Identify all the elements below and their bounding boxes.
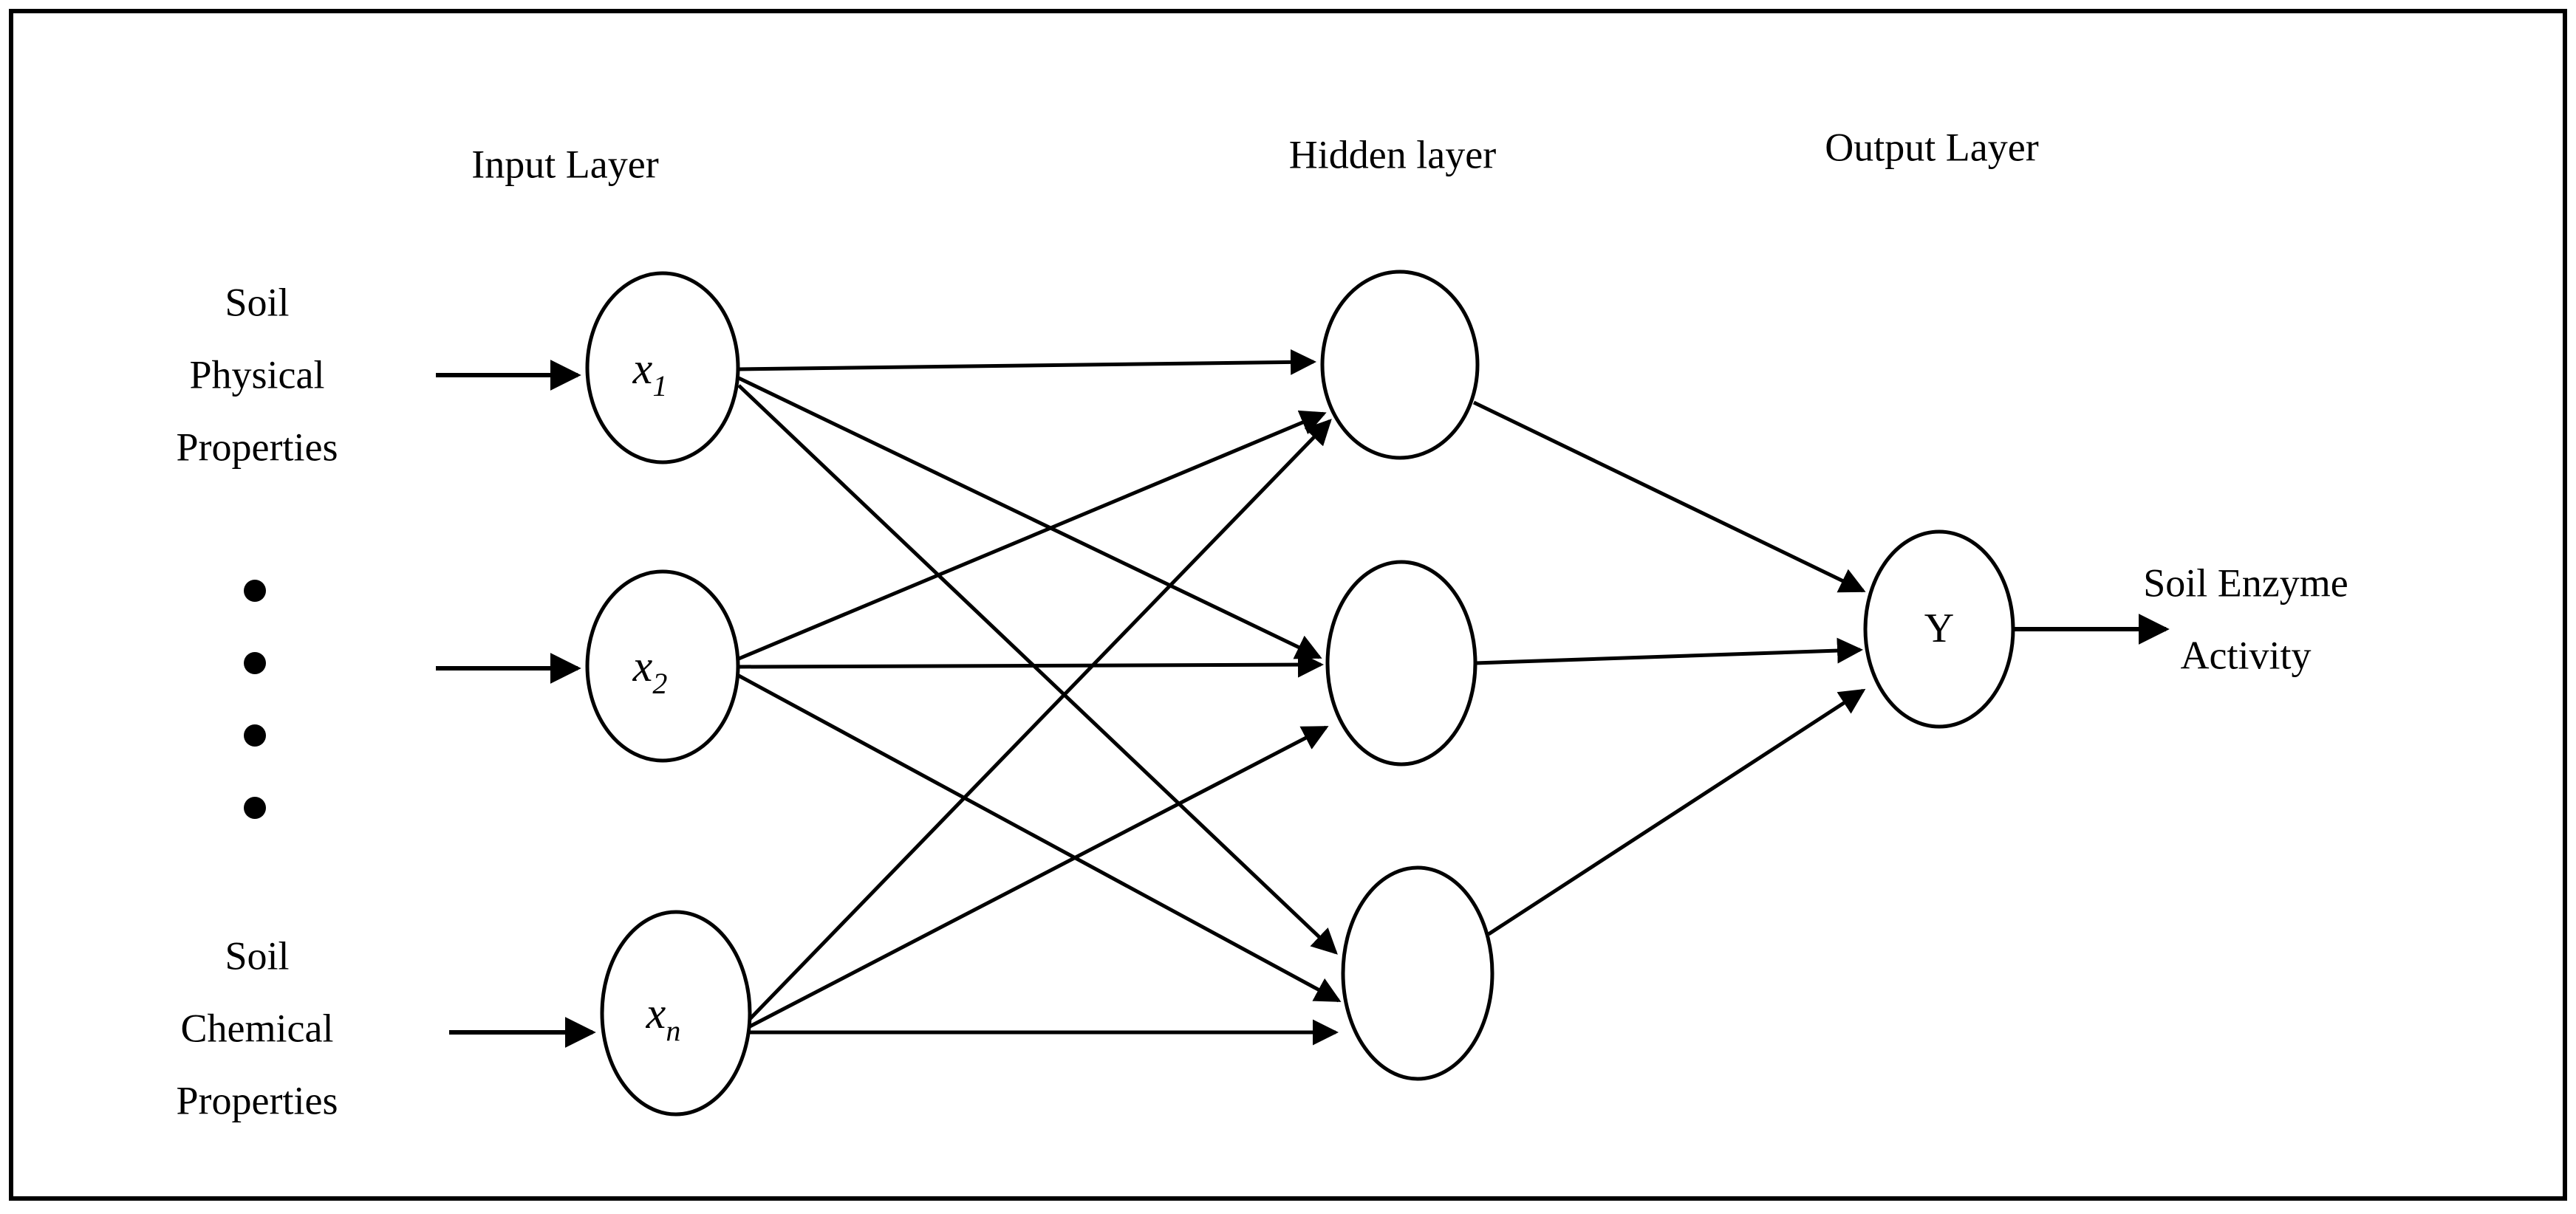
soil-chemical-properties-line-3: Properties [177, 1078, 338, 1122]
soil-physical-properties-line-3: Properties [177, 425, 338, 469]
input-node-xn[interactable] [600, 910, 752, 1117]
output-node-y[interactable] [1863, 529, 2015, 729]
soil-chemical-properties-line-1: Soil [225, 933, 289, 978]
input-node-x2[interactable] [585, 569, 740, 763]
edge-x1-h2 [737, 376, 1322, 659]
edge-x2-h3 [737, 673, 1342, 1003]
hidden-node-1[interactable] [1320, 270, 1480, 460]
ellipsis-dot-3 [244, 724, 266, 747]
figure-border [9, 9, 2567, 1201]
ellipsis-dot-2 [244, 652, 266, 674]
hidden-node-3[interactable] [1341, 865, 1494, 1081]
input-node-x1-label: x1 [632, 344, 668, 402]
edge-xn-h2 [748, 725, 1329, 1029]
input-node-x1[interactable] [585, 271, 740, 464]
soil-physical-properties-line-1: Soil [225, 280, 289, 324]
soil-physical-properties-line-2: Physical [190, 352, 325, 397]
soil-enzyme-activity-line-2: Activity [2181, 633, 2312, 677]
ellipsis-dot-1 [244, 580, 266, 602]
edge-x1-h3 [737, 384, 1338, 955]
edge-xn-h1 [748, 419, 1332, 1021]
hidden-node-2[interactable] [1325, 560, 1477, 767]
input-node-x2-label: x2 [632, 642, 668, 700]
edge-x1-h1 [738, 349, 1316, 375]
hidden-layer-label: Hidden layer [1289, 132, 1496, 176]
input-node-xn-label: xn [646, 989, 681, 1047]
output-node-y-label: Y [1924, 606, 1954, 651]
edge-h3-y [1487, 688, 1866, 936]
edge-x2-h2 [738, 651, 1324, 678]
soil-chemical-properties-line-2: Chemical [181, 1006, 334, 1050]
output-layer-label: Output Layer [1825, 125, 2038, 169]
soil-enzyme-activity-line-1: Soil Enzyme [2143, 560, 2348, 605]
edge-h2-y [1475, 637, 1863, 665]
edge-h1-y [1472, 400, 1866, 593]
ellipsis-dot-4 [244, 797, 266, 819]
input-layer-label: Input Layer [471, 142, 658, 186]
edge-x2-h1 [738, 410, 1327, 661]
